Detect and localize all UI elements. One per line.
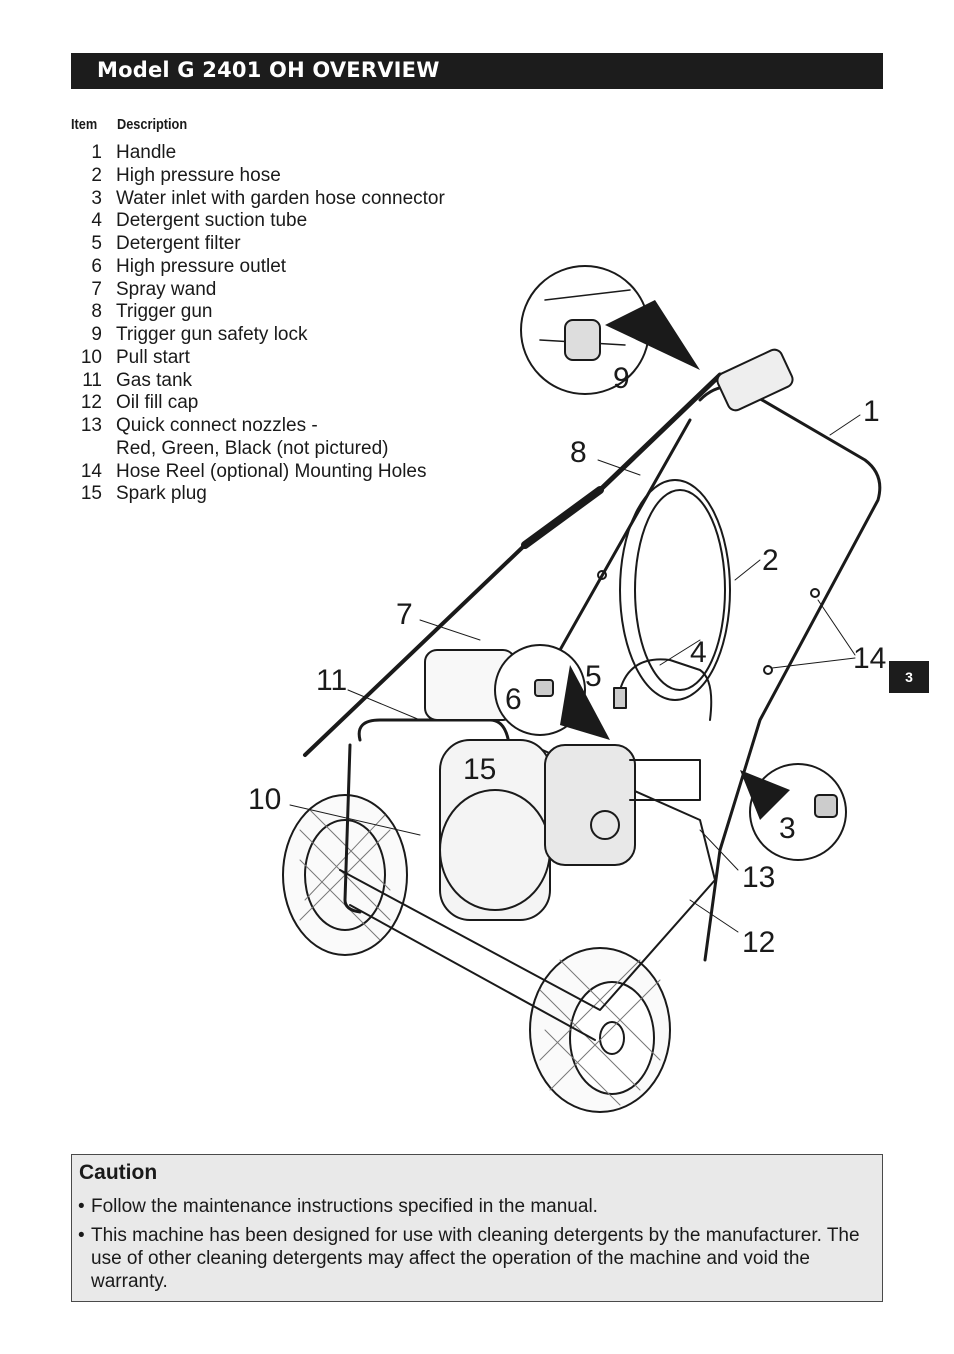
leader-lines: [289, 414, 861, 933]
list-item: 9 Trigger gun safety lock: [71, 324, 531, 347]
caution-title: Caution: [79, 1161, 158, 1184]
item-number: 8: [91, 301, 102, 323]
safety-lock-detail: [520, 265, 700, 395]
callout-3: 3: [779, 812, 796, 845]
item-description: Detergent filter: [116, 233, 241, 254]
item-description: Water inlet with garden hose connector: [116, 187, 445, 209]
detergent-filter: [613, 687, 627, 709]
column-header-description: Description: [117, 116, 188, 133]
callout-9: 9: [613, 362, 630, 395]
caution-box: Caution Follow the maintenance instructi…: [71, 1154, 883, 1302]
spray-wand: [303, 543, 527, 757]
outlet-detail: [494, 644, 610, 740]
right-wheel: [529, 947, 671, 1113]
column-header-item: Item: [71, 116, 98, 133]
callout-6: 6: [505, 683, 522, 716]
callout-11: 11: [316, 664, 347, 697]
item-number: 11: [82, 369, 102, 391]
page-number-tab: 3: [889, 661, 929, 693]
caution-bullet: This machine has been designed for use w…: [78, 1224, 868, 1293]
item-number: 12: [80, 392, 102, 414]
list-item: 3 Water inlet with garden hose connector: [71, 188, 531, 211]
item-description: High pressure hose: [116, 164, 281, 186]
callout-15: 15: [463, 753, 496, 786]
list-item: 7 Spray wand: [71, 279, 531, 302]
page-title-bar: Model G 2401 OH OVERVIEW: [71, 53, 883, 89]
pressure-washer-diagram: 1 2 3 4 5 6 7 8 9 10 11 12 13 14 15: [248, 265, 886, 1113]
trigger-gun: [716, 348, 794, 412]
item-number: 13: [80, 415, 102, 436]
list-item: 2 High pressure hose: [71, 165, 531, 188]
page-title: Model G 2401 OH OVERVIEW: [97, 58, 440, 82]
item-number: 6: [91, 255, 102, 277]
list-item: 1 Handle: [71, 142, 531, 165]
callout-14: 14: [853, 642, 886, 675]
list-item: 10 Pull start: [71, 347, 531, 370]
list-item: 12 Oil fill cap: [71, 392, 531, 415]
inlet-detail: [740, 763, 847, 861]
handle-frame: [698, 385, 882, 962]
item-description: Trigger gun: [116, 301, 213, 323]
callout-7: 7: [396, 598, 413, 631]
item-number: 2: [91, 164, 102, 186]
callout-10: 10: [248, 783, 281, 816]
item-number: 15: [80, 483, 102, 505]
item-number: 10: [80, 346, 102, 368]
item-description: High pressure outlet: [116, 255, 287, 277]
item-description: Hose Reel (optional) Mounting Holes: [116, 460, 427, 482]
item-description: Gas tank: [116, 369, 193, 391]
item-number: 9: [91, 324, 102, 345]
callout-4: 4: [690, 636, 707, 669]
callout-13: 13: [742, 861, 775, 894]
list-item: 13 Quick connect nozzles -Red, Green, Bla…: [71, 415, 531, 461]
item-list: 1 Handle 2 High pressure hose 3 Water inlet…: [71, 142, 531, 506]
callout-12: 12: [742, 926, 775, 959]
list-item: 15 Spark plug: [71, 483, 531, 506]
pump-housing: [544, 744, 636, 866]
hose-coil: [619, 479, 731, 701]
callout-8: 8: [570, 436, 587, 469]
item-number: 1: [91, 142, 102, 163]
item-description: Spark plug: [116, 483, 207, 505]
item-description: Spray wand: [116, 278, 217, 300]
item-description: Pull start: [116, 346, 190, 368]
callout-1: 1: [863, 395, 880, 428]
item-description: Quick connect nozzles -: [116, 415, 318, 436]
item-number: 5: [91, 233, 102, 254]
list-item: 11 Gas tank: [71, 370, 531, 393]
item-description: Detergent suction tube: [116, 210, 308, 232]
list-item: 5 Detergent filter: [71, 233, 531, 256]
item-description-continued: Red, Green, Black (not pictured): [116, 437, 389, 459]
list-item: 14 Hose Reel (optional) Mounting Holes: [71, 461, 531, 484]
caution-bullet: Follow the maintenance instructions spec…: [78, 1195, 868, 1218]
item-number: 4: [91, 210, 102, 232]
item-description: Handle: [116, 142, 177, 163]
item-number: 14: [80, 460, 102, 482]
item-description: Trigger gun safety lock: [116, 324, 308, 345]
callout-2: 2: [762, 544, 779, 577]
item-number: 3: [91, 187, 102, 209]
detergent-suction-tube: [619, 658, 713, 721]
list-item: 4 Detergent suction tube: [71, 210, 531, 233]
list-item: 8 Trigger gun: [71, 301, 531, 324]
caution-list: Follow the maintenance instructions spec…: [78, 1195, 868, 1299]
item-description: Oil fill cap: [116, 392, 199, 414]
item-number: 7: [91, 278, 102, 300]
callout-5: 5: [585, 660, 602, 693]
list-item: 6 High pressure outlet: [71, 256, 531, 279]
